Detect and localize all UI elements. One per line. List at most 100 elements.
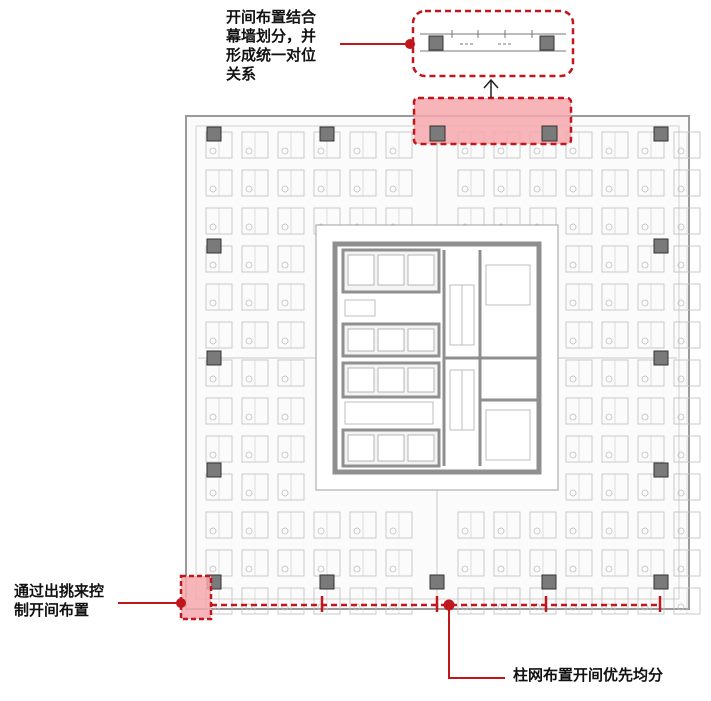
workstation [277, 435, 305, 463]
workstation [637, 131, 665, 159]
workstation [565, 473, 593, 501]
workstation [673, 207, 701, 235]
workstation [601, 131, 629, 159]
workstation [277, 321, 305, 349]
workstation [205, 321, 233, 349]
column-grid-dimension [211, 596, 662, 612]
workstation [673, 511, 701, 539]
workstation [637, 283, 665, 311]
workstation [205, 169, 233, 197]
workstation [205, 511, 233, 539]
workstation [385, 169, 413, 197]
column-top-left-bay [429, 125, 446, 142]
workstation [241, 435, 269, 463]
workstation [277, 587, 305, 615]
workstation [457, 549, 485, 577]
workstation [673, 321, 701, 349]
workstation [673, 169, 701, 197]
column [653, 238, 669, 254]
column [206, 350, 222, 366]
workstation [673, 245, 701, 273]
workstation [637, 245, 665, 273]
highlight-facade-bay [412, 96, 573, 146]
workstation [241, 283, 269, 311]
workstation [241, 511, 269, 539]
structural-columns [206, 126, 669, 590]
workstation [241, 587, 269, 615]
workstation [601, 169, 629, 197]
workstation [205, 435, 233, 463]
workstation [349, 511, 377, 539]
workstation [277, 473, 305, 501]
workstation [637, 169, 665, 197]
workstation [673, 359, 701, 387]
column [319, 574, 335, 590]
workstation [241, 169, 269, 197]
workstation [673, 397, 701, 425]
column [206, 126, 222, 142]
detail-column-left [428, 35, 444, 51]
workstation [277, 359, 305, 387]
workstation [637, 321, 665, 349]
annotation-cantilever: 通过出挑来控 制开间布置 [14, 582, 105, 619]
workstation [241, 321, 269, 349]
workstation [241, 397, 269, 425]
workstation [673, 435, 701, 463]
workstation [277, 549, 305, 577]
highlight-cantilever [179, 574, 213, 621]
workstation [493, 549, 521, 577]
workstation [601, 359, 629, 387]
workstation [601, 207, 629, 235]
workstation [637, 435, 665, 463]
workstation [277, 131, 305, 159]
workstation [205, 397, 233, 425]
workstation [529, 511, 557, 539]
workstation [457, 169, 485, 197]
workstation [673, 549, 701, 577]
workstation [673, 131, 701, 159]
column [653, 462, 669, 478]
workstation [601, 283, 629, 311]
workstation [673, 587, 701, 615]
workstation [601, 321, 629, 349]
workstation [241, 131, 269, 159]
leader-top [340, 39, 415, 49]
workstation [601, 245, 629, 273]
workstation [565, 169, 593, 197]
workstation [601, 587, 629, 615]
column [541, 574, 557, 590]
workstation [313, 511, 341, 539]
workstation [601, 511, 629, 539]
column [653, 574, 669, 590]
column [206, 238, 222, 254]
column [429, 574, 445, 590]
workstation [601, 549, 629, 577]
column [319, 126, 335, 142]
workstation [565, 283, 593, 311]
workstation [673, 473, 701, 501]
workstation [601, 397, 629, 425]
detail-callout-box [411, 9, 575, 78]
column [653, 126, 669, 142]
workstation [241, 473, 269, 501]
detail-column-right [539, 35, 555, 51]
up-arrow-icon [483, 78, 499, 98]
workstation [493, 169, 521, 197]
workstation-field [205, 131, 701, 615]
workstation [601, 473, 629, 501]
workstation [277, 283, 305, 311]
workstation [277, 245, 305, 273]
column [206, 462, 222, 478]
workstation [205, 207, 233, 235]
workstation [565, 549, 593, 577]
workstation [385, 549, 413, 577]
workstation [565, 321, 593, 349]
leader-left [118, 598, 186, 608]
workstation [637, 549, 665, 577]
workstation [637, 473, 665, 501]
annotation-column-grid: 柱网布置开间优先均分 [513, 666, 664, 684]
building-core [315, 224, 559, 491]
workstation [565, 397, 593, 425]
workstation [565, 435, 593, 463]
